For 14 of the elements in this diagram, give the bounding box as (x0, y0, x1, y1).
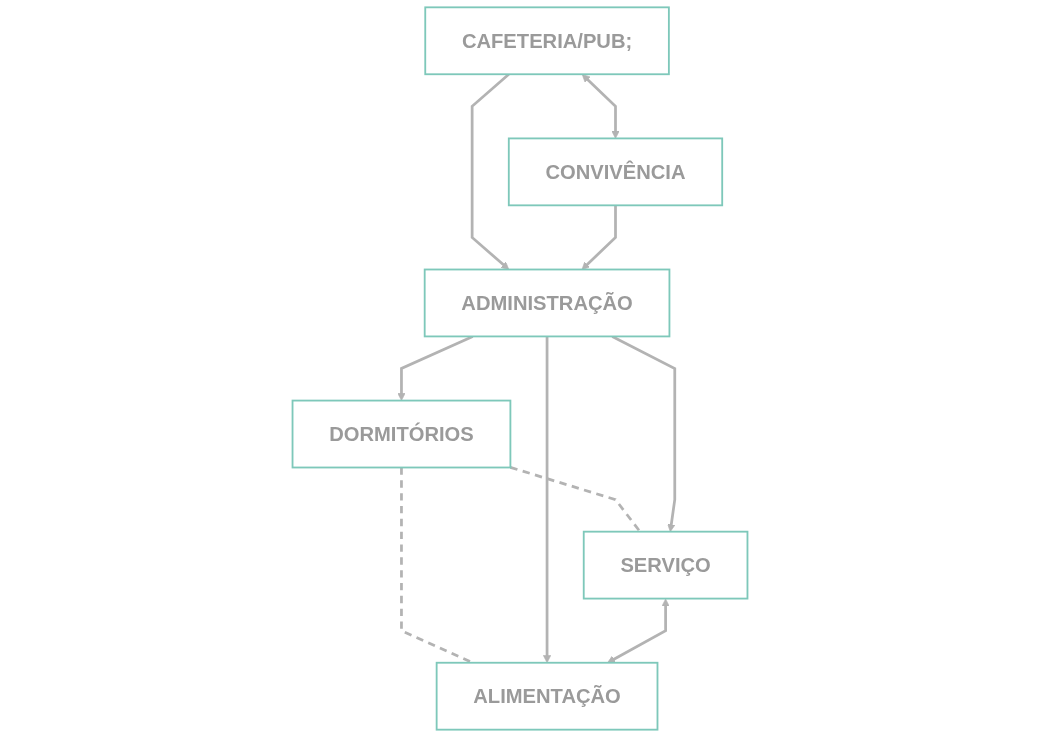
arrow (470, 73, 510, 270)
node-box: CAFETERIA/PUB; (424, 6, 670, 76)
node-box: DORMITÓRIOS (291, 399, 512, 469)
connector (510, 466, 642, 533)
arrow (611, 335, 677, 533)
arrow (607, 598, 670, 664)
arrow (581, 74, 620, 139)
arrow (397, 335, 474, 401)
arrow (581, 205, 617, 270)
arrow (543, 336, 552, 664)
node-box: ADMINISTRAÇÃO (423, 268, 671, 338)
node-box: SERVIÇO (582, 530, 749, 600)
node-box: CONVIVÊNCIA (507, 137, 724, 207)
node-box: ALIMENTAÇÃO (435, 661, 659, 731)
